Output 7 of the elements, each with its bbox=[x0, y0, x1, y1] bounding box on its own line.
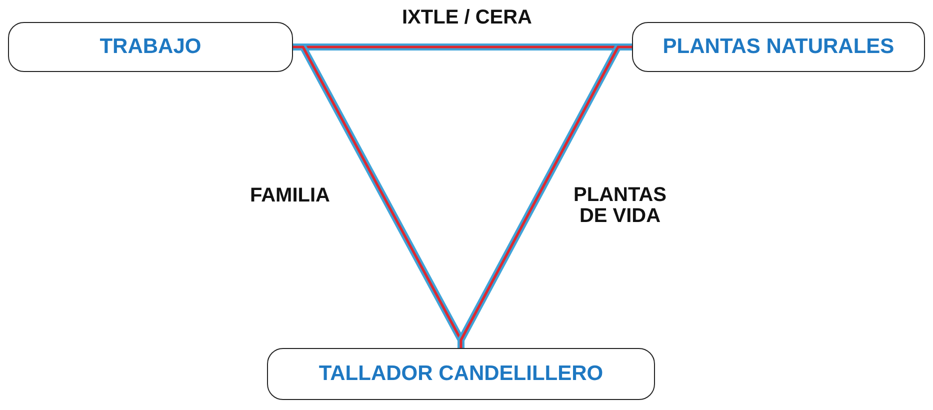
rounded-box bbox=[8, 22, 293, 72]
node-label: TALLADOR CANDELILLERO bbox=[318, 362, 604, 386]
node-label: PLANTAS NATURALES bbox=[662, 35, 894, 59]
rounded-box bbox=[267, 348, 655, 400]
node-label: TRABAJO bbox=[100, 35, 202, 59]
connector-line bbox=[458, 44, 632, 348]
rounded-box bbox=[632, 22, 925, 72]
